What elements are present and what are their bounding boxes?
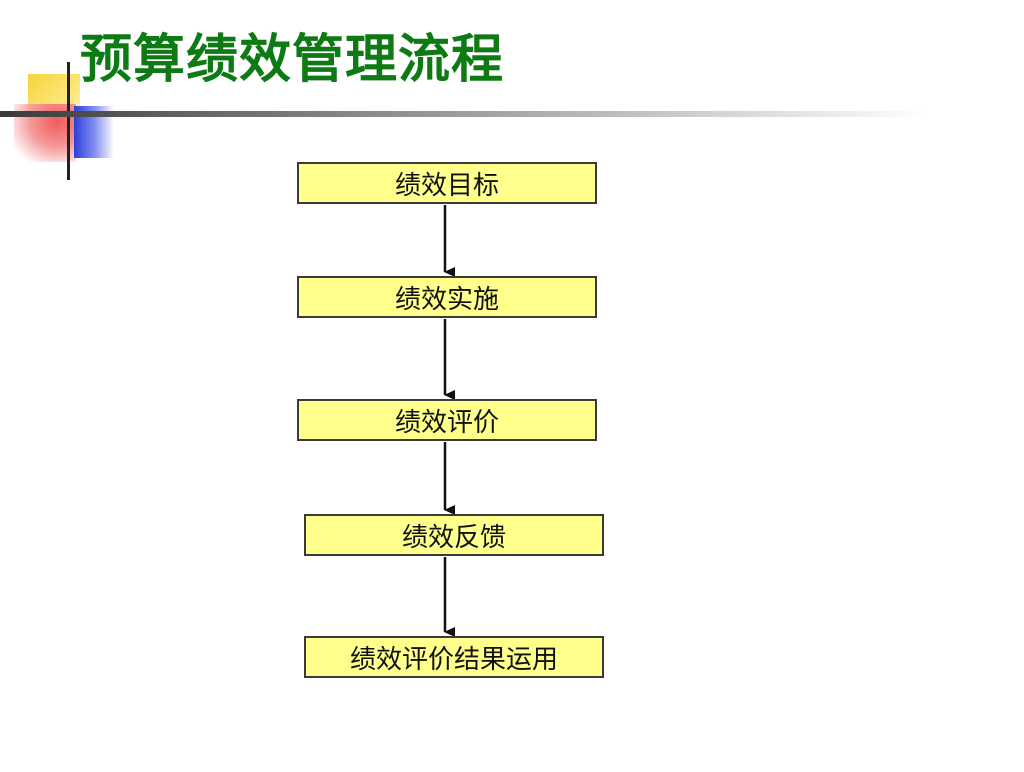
flow-step-implementation: 绩效实施 — [297, 276, 597, 318]
flow-step-result-application: 绩效评价结果运用 — [304, 636, 604, 678]
flow-step-feedback: 绩效反馈 — [304, 514, 604, 556]
flow-step-evaluation: 绩效评价 — [297, 399, 597, 441]
flow-step-label: 绩效评价 — [394, 407, 499, 438]
flow-step-label: 绩效目标 — [394, 170, 499, 201]
flow-step-label: 绩效评价结果运用 — [349, 644, 558, 675]
ornament-vertical-line — [67, 62, 70, 180]
flow-step-label: 绩效实施 — [394, 284, 499, 315]
flow-step-label: 绩效反馈 — [401, 522, 506, 553]
flow-step-goal: 绩效目标 — [297, 162, 597, 204]
title-underline — [0, 111, 930, 117]
page-title: 预算绩效管理流程 — [80, 29, 505, 90]
